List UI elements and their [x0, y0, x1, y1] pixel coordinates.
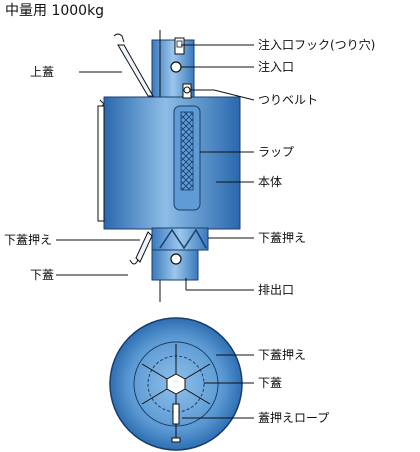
label-lid-press-rope: 蓋押えロープ: [258, 411, 330, 425]
label-lower-lid-press-side: 下蓋押え: [258, 231, 307, 245]
label-wrap: ラップ: [258, 145, 295, 159]
lower-lid-flap: [129, 231, 153, 265]
label-outlet: 排出口: [258, 283, 295, 297]
diagram-title: 中量用 1000kg: [5, 3, 105, 19]
label-body: 本体: [258, 175, 283, 189]
outlet-tube: [151, 249, 199, 281]
label-top-lid: 上蓋: [30, 65, 55, 79]
wrap-pocket: [173, 105, 201, 211]
label-inlet-hook: 注入口フック(つり穴): [258, 38, 376, 52]
label-bottom-lower-lid-press: 下蓋押え: [258, 348, 307, 362]
bottom-leader-lines: [182, 354, 254, 419]
label-lifting-belt: つりベルト: [258, 93, 319, 107]
label-bottom-lower-lid: 下蓋: [258, 376, 283, 390]
leader-lines: [56, 44, 255, 291]
label-inlet: 注入口: [258, 60, 295, 74]
bottom-view: [109, 317, 243, 451]
label-lower-lid-press-left: 下蓋押え: [4, 233, 53, 247]
label-lower-lid-left: 下蓋: [30, 268, 55, 282]
inlet-ring: [170, 61, 182, 73]
bag-body: [97, 96, 241, 230]
lifting-belt: [182, 83, 192, 99]
inlet-hook: [174, 37, 185, 55]
lower-lid-press: [151, 227, 209, 251]
